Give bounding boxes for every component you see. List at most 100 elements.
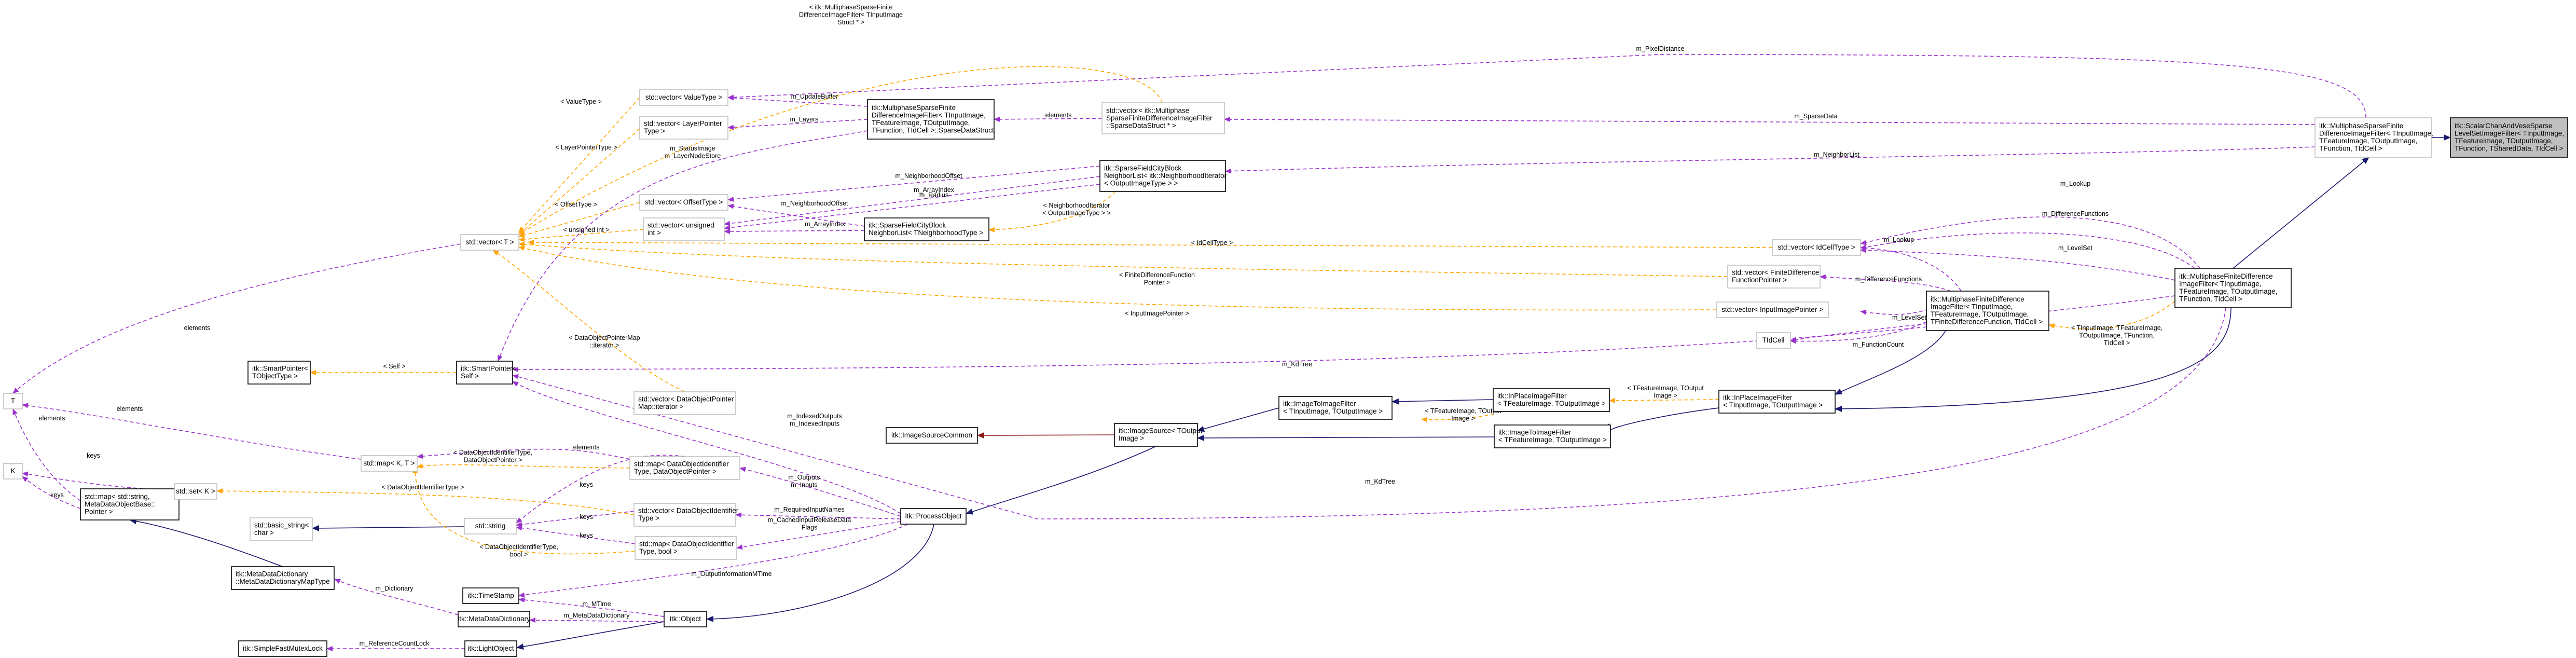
edge-label-line: m_Inputs <box>791 482 817 489</box>
edge-label-keysMapBool: keys <box>580 532 593 539</box>
class-node-stdVecInputImg: std::vector< InputImagePointer > <box>1716 301 1829 318</box>
edge-elementsStrMap: elements <box>12 408 81 501</box>
edge-line-kdTreeExpl <box>512 326 1927 372</box>
class-node-imgSourceCommon[interactable]: itk::ImageSourceCommon <box>886 427 978 444</box>
class-node-processObject[interactable]: itk::ProcessObject <box>900 508 967 525</box>
edge-label-line: < DataObjectIdentifierType > <box>381 484 464 491</box>
edge-line-objectToLight <box>516 621 665 650</box>
class-label-line: Pointer > <box>85 508 113 515</box>
edge-label-line: < FiniteDifferenceFunction <box>1119 271 1195 279</box>
class-node-inPlaceTOut[interactable]: itk::InPlaceImageFilter< TFeatureImage, … <box>1493 388 1610 412</box>
class-label-line: std::vector< T > <box>465 238 514 246</box>
class-label-line: TFunction, TIdCell >::SparseDataStruct <box>872 127 994 134</box>
edge-elementsT: elements <box>12 243 461 394</box>
edge-neighborList: m_NeighborList <box>1225 146 2316 174</box>
class-node-inPlaceTIn[interactable]: itk::InPlaceImageFilter< TInputImage, TO… <box>1718 390 1836 414</box>
class-label: std::basic_string<char > <box>254 522 309 537</box>
class-node-smartSelf[interactable]: itk::SmartPointer<Self > <box>456 361 517 385</box>
class-node-timeStamp[interactable]: itk::TimeStamp <box>462 587 519 604</box>
edge-offsetType: < OffsetType > <box>518 201 640 238</box>
edge-label-line: keys <box>50 491 64 499</box>
edge-line-diffFunctionsExpl <box>1820 274 1951 292</box>
edge-keysMapDOIT: keys <box>516 455 685 524</box>
class-box <box>1716 301 1829 318</box>
edge-sparseData: m_SparseData <box>1224 113 2316 125</box>
edge-multiFiniteExplToInPlace <box>1835 330 1946 395</box>
edge-line-lookupExpl <box>1860 245 1962 292</box>
edge-line-keysVec <box>516 511 635 527</box>
edge-label-nbOffset2: m_NeighborhoodOffset <box>781 200 848 207</box>
edge-label-line: m_Lookup <box>1884 236 1914 243</box>
edge-label-keysSet: keys <box>87 452 100 459</box>
edge-label-diffFunctions: m_DifferenceFunctions <box>2042 210 2109 217</box>
class-node-stdMapStrMeta[interactable]: std::map< std::string,MetaDataObjectBase… <box>80 488 180 520</box>
class-node-i2iTFeat[interactable]: itk::ImageToImageFilter< TFeatureImage, … <box>1494 424 1611 448</box>
edge-line-tplNbIt <box>988 191 1116 232</box>
class-node-i2iTIn[interactable]: itk::ImageToImageFilter< TInputImage, TO… <box>1278 396 1393 420</box>
edge-label-elementsMapKT: elements <box>573 444 600 451</box>
edge-label-keysVec: keys <box>580 513 593 520</box>
edge-stringToBasic <box>312 525 465 531</box>
class-box <box>250 517 313 541</box>
edge-line-tplDOIT <box>216 488 635 515</box>
edge-valueType: < ValueType > <box>518 97 640 233</box>
edge-line-layerPointerType <box>518 128 640 235</box>
class-node-metaDict[interactable]: itk::MetaDataDictionary <box>458 611 530 627</box>
edge-label-diffFunctionsExpl: m_DifferenceFunctions <box>1855 276 1922 283</box>
class-label-line: DifferenceImageFilter< TInputImage, <box>872 112 986 119</box>
edge-label-line: < NeighborhoodIterator <box>1043 202 1110 209</box>
edge-line-neighborList <box>1225 146 2316 174</box>
class-node-object[interactable]: itk::Object <box>664 611 707 627</box>
class-label: TIdCell <box>1762 336 1785 344</box>
edge-label-offsetType: < OffsetType > <box>555 201 597 208</box>
class-box <box>1114 423 1198 447</box>
class-box <box>629 456 740 480</box>
class-box <box>1727 265 1821 289</box>
edge-label-tplDOIT_ptr: < DataObjectIdentifierType,DataObjectPoi… <box>453 449 532 464</box>
edge-line-tplInPlaceTOut <box>1609 397 1719 403</box>
edge-line-diffFunctions <box>1860 232 2195 269</box>
class-node-lightObject[interactable]: itk::LightObject <box>464 640 517 657</box>
class-label-line: itk::InPlaceImageFilter <box>1723 394 1793 402</box>
edge-label-tplDOIT: < DataObjectIdentifierType > <box>381 484 464 491</box>
edge-label-line: keys <box>87 452 100 459</box>
edge-keysVec: keys <box>516 511 635 527</box>
edge-line-dictionary <box>334 579 459 615</box>
class-label-line: ::MetaDataDictionaryMapType <box>236 578 330 585</box>
class-label-line: TFunction, TSharedData, TIdCell > <box>2455 145 2563 153</box>
class-box <box>3 463 23 479</box>
edge-objectToLight <box>516 621 665 650</box>
class-node-stdVecOffset: std::vector< OffsetType > <box>639 194 728 211</box>
class-label: T <box>11 397 15 405</box>
edge-label-line: m_SparseData <box>1794 113 1837 120</box>
edge-label-dictionary: m_Dictionary <box>376 585 414 592</box>
class-node-smartObj[interactable]: itk::SmartPointer<TObjectType > <box>247 361 311 385</box>
class-label-line: TFeatureImage, TOutputImage, <box>2455 137 2553 145</box>
edge-label-line: m_FunctionCount <box>1853 341 1904 348</box>
edge-label-line: Struct * > <box>837 19 864 26</box>
class-label-line: std::map< K, T > <box>363 459 415 467</box>
class-label-line: TFeatureImage, TOutputImage, <box>1931 310 2029 318</box>
edge-line-nbOffset2 <box>727 203 865 227</box>
class-node-metaDictMap[interactable]: itk::MetaDataDictionary::MetaDataDiction… <box>231 566 335 590</box>
edge-line-inPlaceTInToI2I <box>1604 407 1719 431</box>
class-node-simpleMutex[interactable]: itk::SimpleFastMutexLock <box>238 640 327 657</box>
edge-label-idCellType: < IdCellType > <box>1191 239 1233 246</box>
edge-label-line: m_LevelSet <box>2058 244 2093 252</box>
edge-keysMapBool: keys <box>516 525 636 544</box>
class-label-line: itk::MultiphaseSparseFinite <box>2319 122 2403 130</box>
edge-line-keysMapDOIT <box>516 455 685 524</box>
